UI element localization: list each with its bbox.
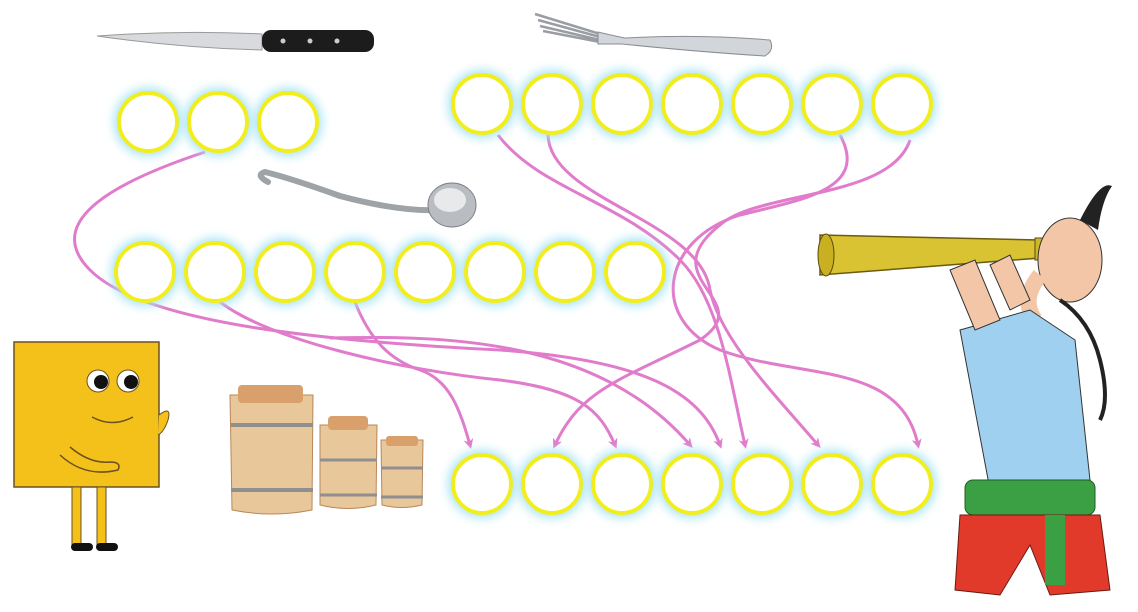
letter-cell[interactable] xyxy=(661,73,723,135)
letter-cell[interactable] xyxy=(521,73,583,135)
letter-cell[interactable] xyxy=(184,241,246,303)
fork-icon xyxy=(534,12,773,57)
letter-cell[interactable] xyxy=(521,453,583,515)
letter-cell[interactable] xyxy=(731,73,793,135)
letter-cell[interactable] xyxy=(114,241,176,303)
letter-cell[interactable] xyxy=(661,453,723,515)
letter-cell[interactable] xyxy=(451,73,513,135)
letter-cell[interactable] xyxy=(534,241,596,303)
fork-word-row xyxy=(448,70,936,138)
cossack-with-telescope-icon xyxy=(817,185,1112,596)
letter-cell[interactable] xyxy=(254,241,316,303)
letter-cell[interactable] xyxy=(117,91,179,153)
barrels-icon xyxy=(229,385,424,515)
answer-word-row xyxy=(448,450,936,518)
letter-cell[interactable] xyxy=(801,453,863,515)
ladle-word-row xyxy=(111,238,669,306)
knife-word-row xyxy=(114,88,322,156)
letter-cell[interactable] xyxy=(464,241,526,303)
letter-cell[interactable] xyxy=(871,73,933,135)
letter-cell[interactable] xyxy=(801,73,863,135)
letter-cell[interactable] xyxy=(591,453,653,515)
letter-cell[interactable] xyxy=(871,453,933,515)
letter-cell[interactable] xyxy=(394,241,456,303)
letter-cell[interactable] xyxy=(604,241,666,303)
knife-icon xyxy=(96,30,374,52)
letter-cell[interactable] xyxy=(324,241,386,303)
letter-cell[interactable] xyxy=(451,453,513,515)
letter-cell[interactable] xyxy=(591,73,653,135)
letter-cell[interactable] xyxy=(257,91,319,153)
connection-lines xyxy=(73,134,922,449)
square-character-icon xyxy=(13,341,170,551)
letter-cell[interactable] xyxy=(187,91,249,153)
letter-cell[interactable] xyxy=(731,453,793,515)
ladle-icon xyxy=(257,168,477,228)
